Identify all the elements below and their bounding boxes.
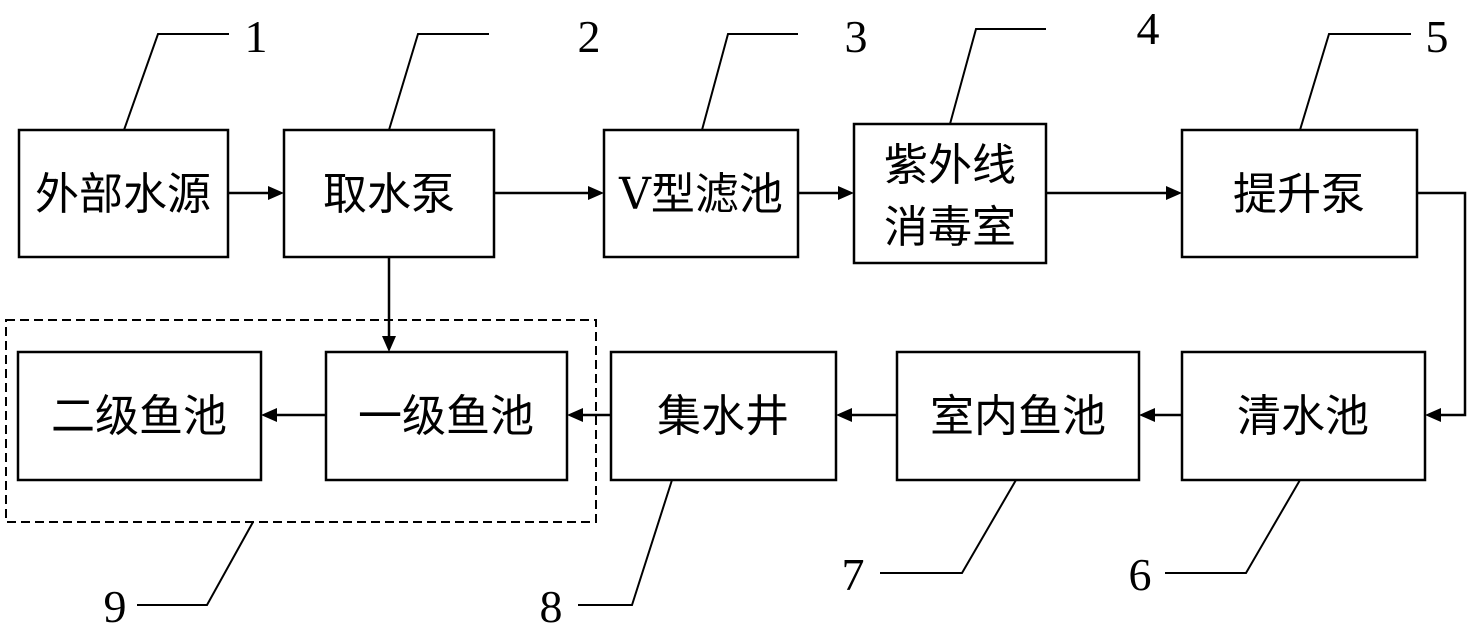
svg-text:消毒室: 消毒室 xyxy=(884,202,1016,253)
node-uv-disinfection: 紫外线 消毒室 xyxy=(852,122,1048,265)
leader-2 xyxy=(388,33,489,131)
arrowhead-icon xyxy=(588,186,604,200)
arrowhead-icon xyxy=(1166,186,1182,200)
ref-number-6: 6 xyxy=(1129,549,1152,600)
svg-text:一级鱼池: 一级鱼池 xyxy=(358,391,534,442)
node-secondary-fish-pond: 二级鱼池 xyxy=(16,350,263,482)
arrowhead-icon xyxy=(268,186,284,200)
ref-number-5: 5 xyxy=(1426,11,1449,62)
ref-number-8: 8 xyxy=(540,581,563,629)
arrowhead-icon xyxy=(838,186,854,200)
node-lift-pump: 提升泵 xyxy=(1180,128,1419,259)
arrowhead-icon xyxy=(382,336,396,352)
svg-text:外部水源: 外部水源 xyxy=(35,169,211,220)
svg-text:提升泵: 提升泵 xyxy=(1233,169,1365,220)
arrowhead-icon xyxy=(567,408,583,422)
leader-4 xyxy=(949,28,1046,125)
svg-text:紫外线: 紫外线 xyxy=(884,140,1016,191)
node-v-filter: V型滤池 xyxy=(602,128,800,259)
svg-text:二级鱼池: 二级鱼池 xyxy=(51,391,227,442)
ref-number-2: 2 xyxy=(578,11,601,62)
ref-number-7: 7 xyxy=(842,549,865,600)
node-collection-well: 集水井 xyxy=(609,350,838,482)
leader-6 xyxy=(1165,479,1301,574)
ref-number-9: 9 xyxy=(104,581,127,629)
leader-8 xyxy=(578,479,673,606)
leader-7 xyxy=(880,479,1017,574)
ref-number-3: 3 xyxy=(845,11,868,62)
svg-text:V型滤池: V型滤池 xyxy=(618,169,783,220)
svg-text:室内鱼池: 室内鱼池 xyxy=(930,391,1106,442)
node-intake-pump: 取水泵 xyxy=(282,128,496,259)
node-clear-water-pool: 清水池 xyxy=(1180,350,1427,482)
ref-number-1: 1 xyxy=(245,11,268,62)
leader-9 xyxy=(137,521,254,606)
svg-text:清水池: 清水池 xyxy=(1237,391,1369,442)
leader-3 xyxy=(701,33,798,131)
svg-text:集水井: 集水井 xyxy=(657,391,789,442)
arrowhead-icon xyxy=(1425,408,1441,422)
group-box-9 xyxy=(5,319,597,523)
svg-text:取水泵: 取水泵 xyxy=(323,169,455,220)
arrowhead-icon xyxy=(1139,408,1155,422)
leader-5 xyxy=(1299,33,1411,131)
node-primary-fish-pond: 一级鱼池 xyxy=(324,350,569,482)
arrowhead-icon xyxy=(261,408,277,422)
leader-1 xyxy=(123,33,229,131)
node-external-water-source: 外部水源 xyxy=(17,128,230,259)
node-indoor-fish-pond: 室内鱼池 xyxy=(895,350,1141,482)
arrowhead-icon xyxy=(836,408,852,422)
edge-5-6 xyxy=(1417,191,1467,417)
ref-number-4: 4 xyxy=(1137,3,1160,54)
